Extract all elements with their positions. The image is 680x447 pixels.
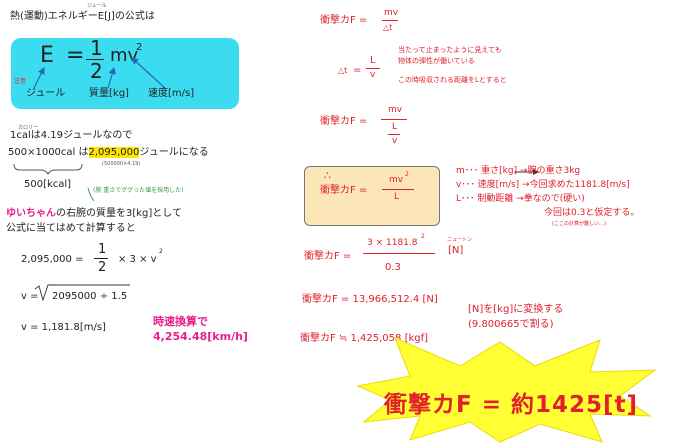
calc-suffix: ジュールになる: [139, 147, 209, 158]
calc-value-highlight: 2,095,000: [88, 147, 140, 158]
conversion-line-2: (9.800665で割る): [468, 319, 554, 330]
f3-square: 2: [405, 171, 409, 178]
formula-square: 2: [136, 42, 143, 53]
conversion-line-1: [N]を[kg]に変換する: [468, 304, 564, 315]
f2-den-denominator: v: [392, 136, 398, 146]
kcal-ruby: カロリー: [18, 125, 39, 131]
calc-prefix: 500×1000cal は: [8, 147, 89, 158]
f4-numerator: 3 × 1181.8: [367, 238, 418, 248]
page-title: 熱(運動)エネルギーE[J]の公式は: [10, 11, 155, 22]
f3-lhs: 衝撃カF =: [320, 185, 368, 196]
dt-symbol: △t: [338, 66, 348, 75]
legend-l: L･･･ 制動距離 →拳なので(硬い): [456, 194, 585, 204]
dt-denominator: v: [370, 70, 376, 80]
legend-m: m･･･ 重さ[kg] →腕の重さ3kg: [456, 167, 580, 176]
f4-denominator: 0.3: [385, 262, 401, 273]
label-joule: ジュール: [26, 88, 66, 99]
f2-lhs: 衝撃カF =: [320, 116, 368, 127]
eq2-lhs: v =: [21, 291, 39, 302]
mass-note: (腕 重さでググった値を採用した): [93, 187, 184, 194]
legend-note: (ここの計算が難しい…): [552, 221, 606, 227]
yui-line1: ゆいちゃんの右腕の質量を3[kg]として: [6, 209, 182, 219]
dt-eq: =: [353, 65, 362, 76]
f5: 衝撃カF = 13,966,512.4 [N]: [302, 294, 438, 305]
label-speed: 速度[m/s]: [148, 88, 195, 99]
label-mass: 質量[kg]: [89, 88, 129, 99]
dt-note-2: 物体の弾性が働いている: [398, 57, 475, 65]
caution-note: 注意: [14, 78, 27, 85]
f1-denominator: △t: [383, 23, 393, 32]
f4-square: 2: [421, 233, 425, 240]
speed-annotation-2: 4,254.48[km/h]: [153, 330, 248, 343]
f3-numerator: mv: [389, 175, 404, 185]
formula-e: E: [40, 43, 54, 68]
dt-fraction-bar: [366, 68, 380, 69]
yui-line1-text: の右腕の質量を3[kg]として: [56, 208, 183, 219]
f2-den-numerator: L: [392, 122, 398, 132]
arrow-mass-icon: [107, 66, 116, 89]
formula-denominator: 2: [90, 59, 103, 83]
f2-inner-fraction-bar: [388, 134, 400, 135]
f4-fraction-bar: [363, 253, 435, 254]
eq1-fraction-bar: [94, 258, 108, 259]
calc-note: (500000×4.19): [102, 161, 141, 167]
dt-note-3: この時吸収される距離をLとすると: [398, 76, 507, 84]
yui-name: ゆいちゃん: [6, 208, 56, 219]
f1-numerator: mv: [384, 8, 399, 18]
f3-denominator: L: [394, 192, 400, 202]
eq3: v = 1,181.8[m/s]: [21, 322, 106, 333]
formula-numerator: 1: [90, 36, 103, 60]
brace-icon: [13, 163, 83, 176]
f1-lhs: 衝撃カF =: [320, 15, 368, 26]
f2-numerator: mv: [388, 105, 403, 115]
formula-fraction-bar: [86, 59, 104, 60]
kcal-line: 1calは4.19ジュールなので: [10, 130, 133, 141]
sqrt-sign-icon: [34, 284, 130, 302]
formula-eq: =: [66, 43, 85, 68]
mass-note-arrow-icon: [87, 187, 95, 202]
arrow-speed-icon: [131, 57, 166, 89]
brace-label: 500[kcal]: [24, 179, 72, 190]
yui-line2: 公式に当てはめて計算すると: [6, 223, 136, 234]
starburst-icon: [356, 337, 657, 443]
result-formula-box: [304, 166, 440, 226]
eq1-rhs: × 3 × v: [118, 254, 157, 265]
eq2-body: 2095000 ÷ 1.5: [52, 291, 128, 302]
arrow-joule-icon: [33, 66, 45, 89]
f1-fraction-bar: [382, 20, 398, 21]
title-ruby: ジュール: [87, 3, 107, 9]
eq1-numerator: 1: [98, 242, 107, 257]
calc-line: 500×1000cal は2,095,000ジュールになる: [8, 147, 209, 158]
f2-fraction-bar: [381, 119, 407, 120]
eq1-square: 2: [159, 248, 163, 255]
f4-lhs: 衝撃カF =: [304, 251, 352, 262]
legend-m-text: m･･･ 重さ[kg] →腕の重さ3kg: [456, 166, 581, 176]
legend-v: v･･･ 速度[m/s] →今回求めた1181.8[m/s]: [456, 180, 630, 190]
f6: 衝撃カF ≒ 1,425,058 [kgf]: [300, 333, 429, 344]
f4-unit: [N]: [448, 245, 464, 256]
eq1-denominator: 2: [98, 260, 107, 275]
therefore-symbol: ∴: [324, 169, 331, 182]
speed-annotation-1: 時速換算で: [153, 315, 208, 328]
f4-ruby: ニュートン: [447, 237, 473, 243]
f3-fraction-bar: [382, 189, 414, 190]
dt-numerator: L: [370, 55, 376, 66]
formula-box: [11, 38, 239, 109]
legend-l-2: 今回は0.3と仮定する。: [544, 208, 640, 218]
eq1-lhs: 2,095,000 =: [21, 254, 84, 265]
final-result: 衝撃カF = 約1425[t]: [384, 392, 639, 418]
dt-note-1: 当たって止まったように見えても: [398, 46, 502, 54]
